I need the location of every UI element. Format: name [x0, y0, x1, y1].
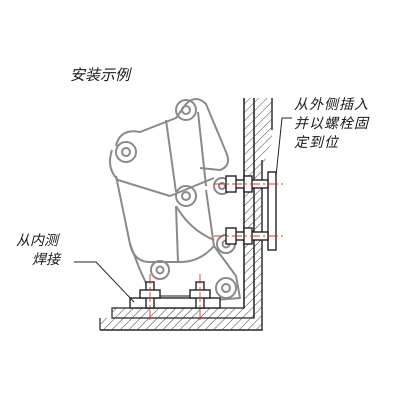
- outside-insert-note-line-2: 并以螺栓固: [294, 116, 369, 132]
- center-lines: [149, 183, 286, 322]
- diagram-title: 安装示例: [70, 66, 131, 84]
- inside-weld-note-line-1: 从内测: [16, 233, 58, 249]
- inside-weld-note-line-2: 焊接: [32, 252, 60, 268]
- outside-insert-note-line-1: 从外侧插入: [294, 97, 369, 113]
- wall-plate: [99, 98, 273, 331]
- outside-insert-note-line-3: 定到位: [294, 135, 339, 151]
- inside-weld-note: 从内测 焊接: [16, 232, 86, 270]
- leader-lines: [74, 117, 292, 303]
- clamp-linkage: [109, 98, 241, 301]
- outside-insert-note: 从外侧插入 并以螺栓固 定到位: [294, 96, 394, 153]
